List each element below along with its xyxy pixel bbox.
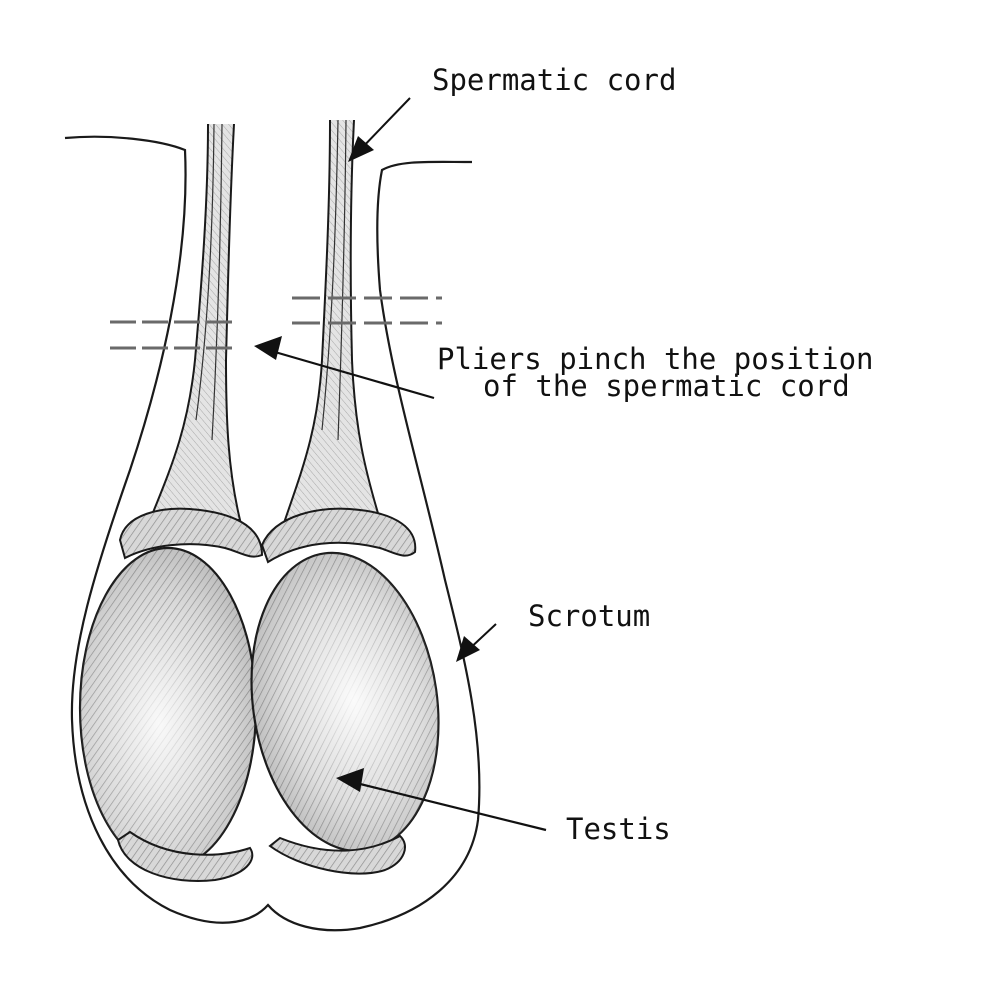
- label-scrotum: Scrotum: [528, 602, 650, 631]
- label-pliers-line2: of the spermatic cord: [483, 372, 850, 401]
- arrow-scrotum: [456, 624, 496, 662]
- arrow-spermatic-cord: [348, 98, 410, 162]
- label-spermatic-cord: Spermatic cord: [432, 66, 676, 95]
- right-cord: [285, 120, 380, 520]
- left-epididymis: [120, 509, 262, 558]
- label-testis: Testis: [566, 815, 671, 844]
